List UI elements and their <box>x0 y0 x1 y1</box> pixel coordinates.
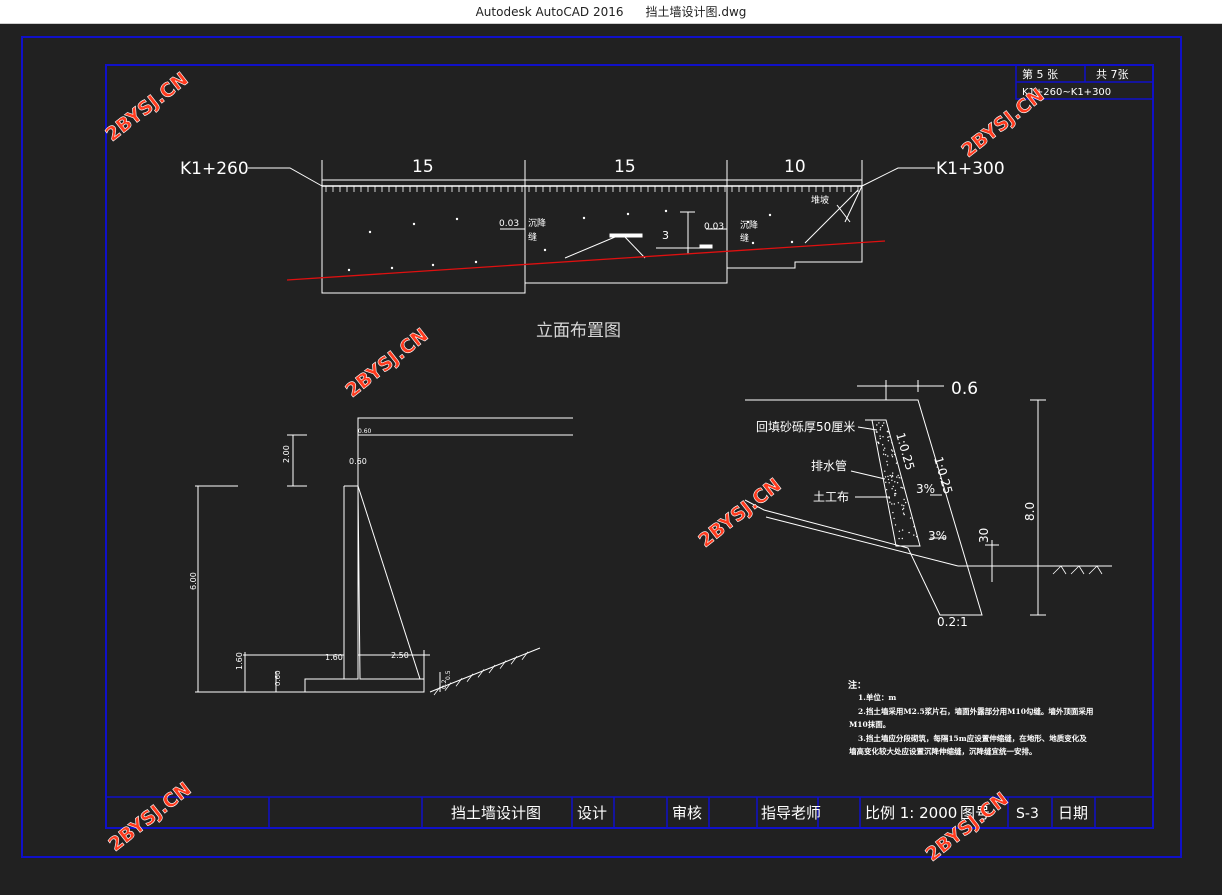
tb-review: 审核 <box>672 804 702 822</box>
dim-top: 2.00 <box>282 445 291 463</box>
pct-1: 3% <box>916 482 935 496</box>
dim-30: 30 <box>977 528 991 543</box>
watermark: 2BYSJ.CN <box>958 84 1049 162</box>
tb-fig: 图号 <box>960 804 990 822</box>
svg-text:3.挡土墙应分段砌筑，每隔15m应设置伸缩缝，在地形、地质变: 3.挡土墙应分段砌筑，每隔15m应设置伸缩缝，在地形、地质变化及 <box>858 733 1087 743</box>
cad-drawing[interactable]: 第 5 张 共 7张 K1+260~K1+300 <box>0 24 1222 895</box>
app-title: Autodesk AutoCAD 2016 <box>475 4 624 19</box>
tb-fig-no: S-3 <box>1016 806 1039 822</box>
sheet-number: 第 5 张 <box>1022 67 1058 81</box>
joint-1-b: 缝 <box>528 231 537 243</box>
gap-1: 0.03 <box>499 219 519 229</box>
station-right: K1+300 <box>936 159 1005 179</box>
joint-2-b: 缝 <box>740 232 749 244</box>
dim-base: 0.60 <box>274 670 282 686</box>
base-slope: 0.2:1 <box>937 615 968 629</box>
dim-10: 10 <box>784 157 806 177</box>
dim-cap: 0.60 <box>358 428 372 435</box>
station-left: K1+260 <box>180 159 249 179</box>
ground-hatch-right <box>1052 565 1103 575</box>
dim-toe: 1.60 <box>325 653 343 662</box>
slope-hatch <box>433 651 529 696</box>
pct-2: 3% <box>928 529 947 543</box>
cantilever-wall-section <box>195 417 573 693</box>
watermark: 2BYSJ.CN <box>105 778 196 856</box>
slope-ratio-1: 1:0.25 <box>893 431 917 472</box>
ground-ticks <box>325 186 859 192</box>
slope-label: 堆坡 <box>811 194 829 206</box>
tb-date: 日期 <box>1058 804 1088 822</box>
svg-text:1.单位：m: 1.单位：m <box>858 692 896 702</box>
elevation-dots <box>347 209 794 272</box>
drawing-canvas[interactable]: 第 5 张 共 7张 K1+260~K1+300 <box>0 24 1222 895</box>
gravity-wall-section <box>744 380 1112 616</box>
svg-text:2.挡土墙采用M2.5浆片石，墙面外露部分用M10勾缝。墙外: 2.挡土墙采用M2.5浆片石，墙面外露部分用M10勾缝。墙外顶面采用 <box>858 706 1093 716</box>
dim-15-b: 15 <box>614 157 636 177</box>
tb-scale: 比例 1: 2000 <box>865 804 957 822</box>
sheet-total: 共 7张 <box>1096 68 1129 81</box>
watermark: 2BYSJ.CN <box>342 324 433 402</box>
dim-slope: 0.5 <box>445 670 452 680</box>
window-titlebar: Autodesk AutoCAD 2016 挡土墙设计图.dwg <box>0 0 1222 24</box>
tb-drawing-name: 挡土墙设计图 <box>451 804 541 822</box>
step-3: 3 <box>662 229 669 242</box>
watermark: 2BYSJ.CN <box>102 68 193 146</box>
elevation-title: 立面布置图 <box>536 321 621 341</box>
outer-frame <box>21 36 1182 858</box>
dim-15-a: 15 <box>412 157 434 177</box>
elevation-view <box>248 160 935 294</box>
gap-2: 0.03 <box>704 222 724 232</box>
svg-text:墙高变化较大处应设置沉降伸缩缝，沉降缝宜统一安排。: 墙高变化较大处应设置沉降伸缩缝，沉降缝宜统一安排。 <box>849 746 1037 756</box>
sheet-info-box <box>1015 64 1154 100</box>
dim-80: 8.0 <box>1023 502 1037 521</box>
label-drain-pipe: 排水管 <box>811 458 847 473</box>
dim-cap-2: 0.60 <box>349 457 367 466</box>
backfill-dots <box>875 422 918 540</box>
svg-text:M10抹面。: M10抹面。 <box>849 719 890 729</box>
dim-slope-2: 0.2 <box>441 679 448 689</box>
file-title: 挡土墙设计图.dwg <box>645 5 747 19</box>
dim-height: 6.00 <box>189 572 198 590</box>
dim-heel: 2.50 <box>391 651 409 660</box>
tb-advisor: 指导老师 <box>761 804 821 822</box>
dim-footing: 1.60 <box>235 652 244 670</box>
label-backfill: 回填砂砾厚50厘米 <box>756 420 855 434</box>
joint-1-a: 沉降 <box>528 217 546 229</box>
label-geotextile: 土工布 <box>813 490 849 504</box>
watermark: 2BYSJ.CN <box>695 474 786 552</box>
tb-design: 设计 <box>577 804 607 822</box>
svg-text:注：: 注： <box>848 679 866 691</box>
dim-top-width: 0.6 <box>951 379 978 399</box>
inner-frame <box>105 64 1154 829</box>
joint-2-a: 沉降 <box>740 219 758 231</box>
title-block <box>106 796 1153 828</box>
station-range: K1+260~K1+300 <box>1022 87 1111 98</box>
notes: 注： 1.单位：m 2.挡土墙采用M2.5浆片石，墙面外露部分用M10勾缝。墙外… <box>848 679 1093 756</box>
ground-line <box>286 240 886 281</box>
